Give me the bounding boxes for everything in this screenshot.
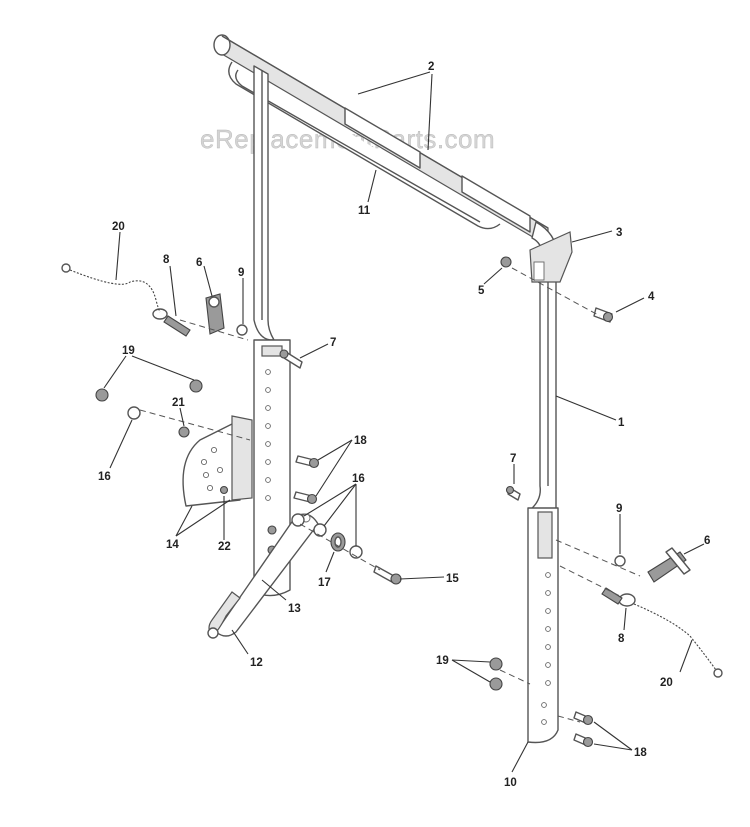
callout-16-left: 16 xyxy=(98,471,111,483)
leader-lines xyxy=(103,71,705,773)
bolt-part-7-left xyxy=(279,349,303,369)
nut-part-5 xyxy=(500,256,512,268)
callout-6-left: 6 xyxy=(196,257,202,269)
spring-part-17 xyxy=(330,532,346,552)
callout-9-left: 9 xyxy=(238,267,244,279)
right-upright-tube-part-1 xyxy=(529,253,557,511)
washer-part-16-b xyxy=(291,513,305,527)
callout-6-right: 6 xyxy=(704,535,710,547)
right-upright-plate-part-10 xyxy=(527,507,559,744)
callout-18-right: 18 xyxy=(634,747,647,759)
callout-16-right: 16 xyxy=(352,473,365,485)
callout-2: 2 xyxy=(428,61,434,73)
bolt-part-18-b xyxy=(293,491,318,505)
callout-8-left: 8 xyxy=(163,254,170,266)
lever-handle-part-12 xyxy=(207,591,241,639)
nut-part-19-d xyxy=(489,677,503,691)
callout-labels: 1 2 3 4 5 6 6 7 7 8 8 9 9 10 11 12 13 14… xyxy=(98,61,710,789)
bolt-part-7-right xyxy=(505,485,521,501)
callout-10: 10 xyxy=(504,777,517,789)
spring-pin-part-8-right xyxy=(601,587,636,607)
bolt-part-18-c xyxy=(573,711,594,726)
spring-pin-part-8-left xyxy=(152,308,191,337)
callout-8-right: 8 xyxy=(618,633,625,645)
lanyard-part-20-left xyxy=(61,263,161,313)
bracket-part-3 xyxy=(529,231,573,283)
washer-part-9-left xyxy=(236,324,248,336)
callout-20-left: 20 xyxy=(112,221,125,233)
bolt-part-4 xyxy=(593,307,614,323)
assembly-dash-lines xyxy=(139,267,641,723)
left-upright-plate xyxy=(253,339,291,597)
callout-13: 13 xyxy=(288,603,301,615)
nut-part-19-a xyxy=(95,388,109,402)
left-upright-tube xyxy=(253,65,275,341)
callout-19-right: 19 xyxy=(436,655,449,667)
washer-part-16-a xyxy=(127,406,141,420)
bolt-part-18-a xyxy=(295,455,320,469)
adjust-bracket-part-14 xyxy=(182,415,253,507)
bolt-part-15 xyxy=(373,565,402,585)
callout-7-right: 7 xyxy=(510,453,516,465)
guard-bar-part-11 xyxy=(228,61,501,230)
nut-part-19-b xyxy=(189,379,203,393)
callout-18-left: 18 xyxy=(354,435,367,447)
callout-3: 3 xyxy=(616,227,622,239)
callout-9-right: 9 xyxy=(616,503,622,515)
nut-part-19-c xyxy=(489,657,503,671)
callout-21: 21 xyxy=(172,397,185,409)
handle-bar-part-2 xyxy=(213,34,558,261)
knob-part-6-left xyxy=(205,293,225,335)
nut-part-21 xyxy=(178,426,190,438)
callout-17: 17 xyxy=(318,577,331,589)
callout-14: 14 xyxy=(166,539,179,551)
lanyard-part-20-right xyxy=(633,603,723,678)
callout-11: 11 xyxy=(358,205,371,217)
callout-15: 15 xyxy=(446,573,459,585)
callout-4: 4 xyxy=(648,291,655,303)
washer-part-9-right xyxy=(614,555,626,567)
callout-22: 22 xyxy=(218,541,231,553)
bolt-part-22 xyxy=(219,485,229,495)
callout-20-right: 20 xyxy=(660,677,673,689)
knob-part-6-right xyxy=(647,547,691,583)
callout-19-left: 19 xyxy=(122,345,135,357)
callout-7-left: 7 xyxy=(330,337,336,349)
callout-5: 5 xyxy=(478,285,485,297)
bolt-part-18-d xyxy=(573,733,594,748)
callout-1: 1 xyxy=(618,417,625,429)
lever-arm-part-13 xyxy=(215,513,319,637)
callout-12: 12 xyxy=(250,657,263,669)
